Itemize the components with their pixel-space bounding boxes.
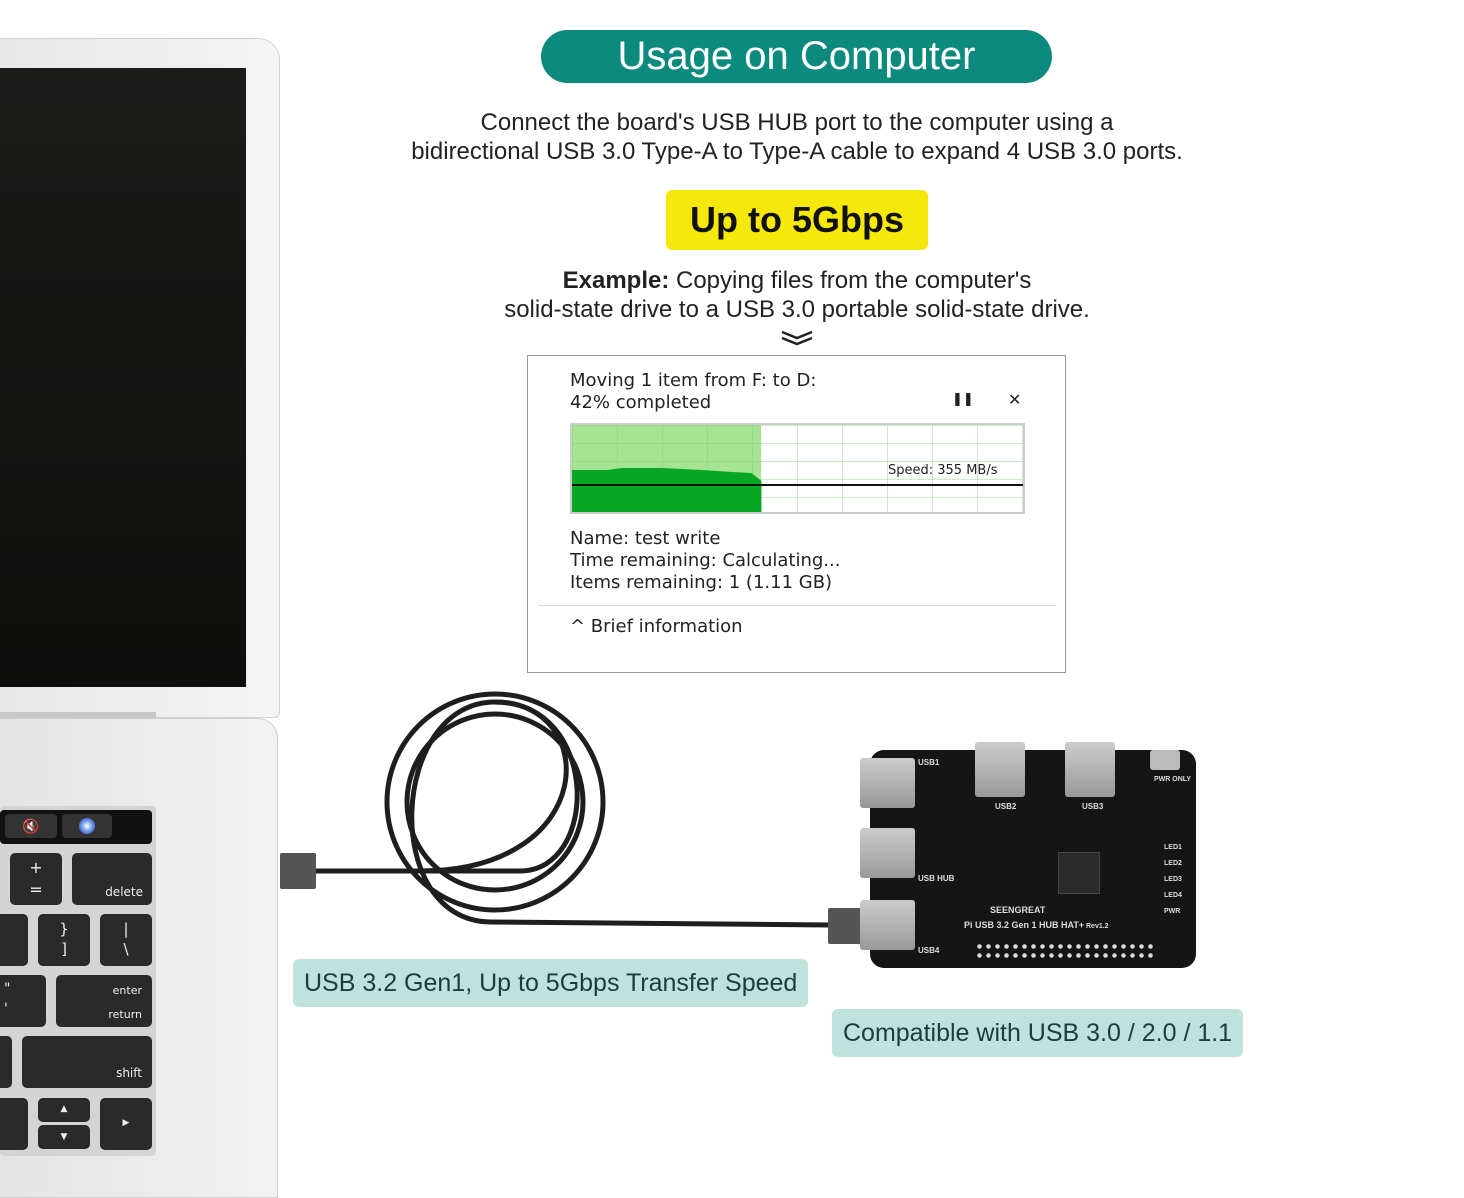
quote-key[interactable]: "' (0, 975, 46, 1027)
key-label: return (108, 1008, 142, 1021)
description: Connect the board's USB HUB port to the … (380, 108, 1214, 166)
led-label: LED4 (1164, 892, 1182, 899)
usb-port-usb2 (975, 742, 1025, 797)
key-label: + (29, 858, 43, 877)
arrow-left-key[interactable] (0, 1098, 28, 1150)
gpio-header (975, 942, 1155, 960)
usb-port-hub (860, 828, 915, 878)
key-label: ' (4, 1001, 8, 1017)
usb-c-port (1150, 750, 1180, 770)
speed-tag: USB 3.2 Gen1, Up to 5Gbps Transfer Speed (293, 959, 809, 1007)
board-label: USB3 (1082, 802, 1104, 811)
key-label: } (59, 920, 69, 938)
key-label: delete (105, 885, 143, 899)
compatibility-tag: Compatible with USB 3.0 / 2.0 / 1.1 (832, 1009, 1244, 1057)
led-label: LED3 (1164, 876, 1182, 883)
divider (538, 605, 1056, 606)
usb-cable (280, 691, 862, 944)
key-label: shift (116, 1066, 142, 1080)
description-line: bidirectional USB 3.0 Type-A to Type-A c… (411, 138, 1183, 165)
key-label: = (29, 880, 43, 899)
laptop-screen (0, 68, 246, 687)
arrow-down-key[interactable]: ▼ (38, 1125, 90, 1149)
delete-key[interactable]: delete (72, 853, 152, 905)
bracket-close-key[interactable]: }] (38, 914, 90, 966)
key-label: | (123, 920, 129, 938)
chip (1058, 852, 1100, 894)
led-label: LED1 (1164, 844, 1182, 851)
page-title: Usage on Computer (541, 30, 1052, 83)
arrow-right-key[interactable]: ▶ (100, 1098, 152, 1150)
return-key[interactable]: enter return (56, 975, 152, 1027)
board-brand: SEENGREAT (990, 905, 1046, 915)
speed-badge: Up to 5Gbps (666, 190, 928, 250)
usb-port-usb3 (1065, 742, 1115, 797)
board-label: PWR ONLY (1154, 776, 1192, 783)
arrow-up-key[interactable]: ▲ (38, 1098, 90, 1122)
siri-icon[interactable] (62, 814, 112, 838)
time-remaining: Time remaining: Calculating... (570, 550, 841, 571)
double-chevron-down-icon (781, 330, 813, 346)
usb-port-usb4 (860, 900, 915, 950)
file-name: Name: test write (570, 528, 721, 549)
example-label: Example: (562, 267, 670, 294)
board-label: USB4 (918, 946, 940, 955)
transfer-speed-graph: Speed: 355 MB/s (570, 423, 1025, 514)
usb-port-usb1 (860, 758, 915, 808)
usb-hub-board: USB1 USB2 USB3 USB HUB USB4 PWR ONLY LED… (860, 742, 1196, 968)
key-label: \ (123, 940, 129, 958)
board-label: USB HUB (918, 874, 955, 883)
brief-information-toggle[interactable]: ^ Brief information (570, 616, 743, 637)
led-label: PWR (1164, 908, 1181, 915)
pause-icon[interactable]: ❚❚ (952, 392, 974, 407)
board-label: USB2 (995, 802, 1017, 811)
key-label: ] (61, 940, 67, 958)
board-label: USB1 (918, 758, 940, 767)
speed-line (572, 484, 1023, 486)
led-label: LED2 (1164, 860, 1182, 867)
shift-key[interactable]: shift (22, 1036, 152, 1088)
close-icon[interactable]: ✕ (1008, 390, 1022, 409)
dialog-title: Moving 1 item from F: to D: (570, 370, 817, 391)
board-rev: Rev1.2 (1086, 923, 1109, 930)
backslash-key[interactable]: |\ (100, 914, 152, 966)
speed-label: Speed: 355 MB/s (888, 463, 998, 478)
mute-icon[interactable]: 🔇 (5, 814, 57, 838)
key-label: enter (112, 984, 142, 997)
example-line: Copying files from the computer's (669, 267, 1032, 294)
plus-key[interactable]: += (10, 853, 62, 905)
file-copy-dialog: Moving 1 item from F: to D: 42% complete… (527, 355, 1066, 673)
example-text: Example: Copying files from the computer… (380, 266, 1214, 324)
description-line: Connect the board's USB HUB port to the … (480, 109, 1114, 136)
bracket-open-key[interactable] (0, 914, 28, 966)
key-label: " (4, 981, 11, 997)
example-line: solid-state drive to a USB 3.0 portable … (504, 296, 1090, 323)
board-name: Pi USB 3.2 Gen 1 HUB HAT+ (964, 920, 1085, 930)
speed-area (572, 468, 762, 512)
led-labels: LED1 LED2 LED3 LED4 PWR (1164, 840, 1182, 920)
progress-text: 42% completed (570, 392, 712, 413)
items-remaining: Items remaining: 1 (1.11 GB) (570, 572, 833, 593)
caps-key[interactable] (0, 1036, 12, 1088)
